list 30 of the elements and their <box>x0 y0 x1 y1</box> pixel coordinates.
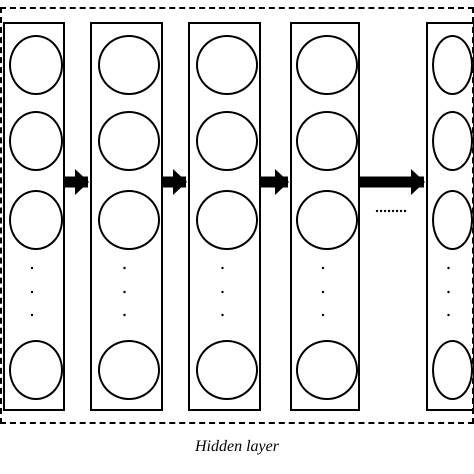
neuron-circle <box>296 340 358 400</box>
neuron-circle <box>9 190 63 250</box>
neuron-circle <box>296 35 358 95</box>
layer-box <box>426 22 474 411</box>
neuron-circle <box>196 190 258 250</box>
neuron-circle <box>9 35 63 95</box>
neuron-circle <box>196 340 258 400</box>
neuron-circle <box>296 190 358 250</box>
neuron-circle <box>432 111 473 171</box>
neuron-circle <box>98 35 160 95</box>
neuron-circle <box>432 35 473 95</box>
arrow <box>161 169 187 195</box>
layer-box <box>188 22 261 411</box>
neuron-circle <box>432 340 473 400</box>
caption-text: Hidden layer <box>194 438 280 456</box>
neuron-circle <box>196 35 258 95</box>
arrow <box>63 169 89 195</box>
layer-box <box>3 22 65 411</box>
neuron-circle <box>98 111 160 171</box>
layer-box <box>290 22 360 411</box>
neuron-circle <box>196 111 258 171</box>
neuron-circle <box>9 111 63 171</box>
arrow <box>358 169 425 195</box>
neuron-circle <box>9 340 63 400</box>
neuron-circle <box>98 340 160 400</box>
neuron-circle <box>296 111 358 171</box>
layer-box <box>90 22 163 411</box>
arrow <box>259 169 289 195</box>
neuron-circle <box>98 190 160 250</box>
neuron-circle <box>432 190 473 250</box>
